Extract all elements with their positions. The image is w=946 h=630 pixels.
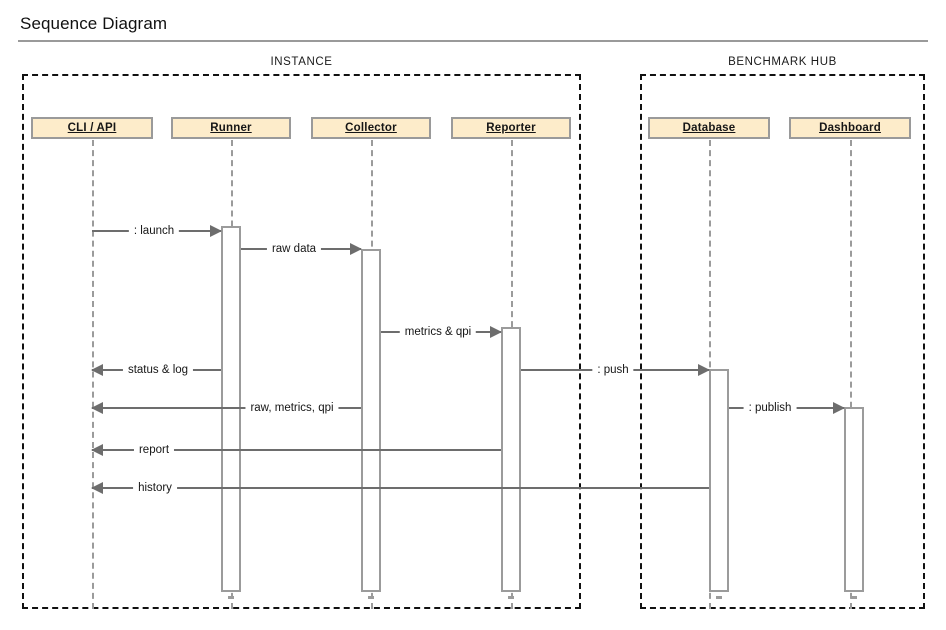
database-activation-stub [716, 596, 722, 599]
message-label-publish: : publish [743, 400, 797, 416]
participant-collector[interactable]: Collector [311, 117, 431, 139]
group-frame-benchmark-hub [640, 74, 925, 609]
participant-reporter[interactable]: Reporter [451, 117, 571, 139]
arrowhead-left-icon [91, 482, 103, 494]
reporter-activation-stub [508, 596, 514, 599]
message-label-metrics-qpi: metrics & qpi [399, 324, 477, 340]
arrowhead-left-icon [91, 444, 103, 456]
group-frame-instance [22, 74, 581, 609]
message-report: report [91, 442, 501, 458]
participant-database[interactable]: Database [648, 117, 770, 139]
message-launch: : launch [92, 223, 222, 239]
arrowhead-right-icon [210, 225, 222, 237]
message-label-raw-metrics-qpi: raw, metrics, qpi [245, 400, 339, 416]
dashboard-activation-stub [851, 596, 857, 599]
message-push: : push [521, 362, 710, 378]
participant-label-reporter: Reporter [486, 122, 536, 134]
collector-activation-stub [368, 596, 374, 599]
message-raw-metrics-qpi: raw, metrics, qpi [91, 400, 361, 416]
arrowhead-right-icon [350, 243, 362, 255]
arrowhead-right-icon [698, 364, 710, 376]
participant-runner[interactable]: Runner [171, 117, 291, 139]
message-label-push: : push [592, 362, 634, 378]
lifeline-dashboard [850, 140, 852, 609]
collector-activation [361, 249, 381, 592]
message-history: history [91, 480, 709, 496]
participant-label-cli-api: CLI / API [67, 122, 117, 134]
arrowhead-left-icon [91, 402, 103, 414]
arrowhead-right-icon [490, 326, 502, 338]
participant-label-dashboard: Dashboard [819, 122, 881, 134]
database-activation [709, 369, 729, 592]
group-title-instance: INSTANCE [270, 56, 333, 68]
message-metrics-qpi: metrics & qpi [381, 324, 502, 340]
arrowhead-left-icon [91, 364, 103, 376]
message-label-status-log: status & log [122, 362, 194, 378]
message-label-history: history [133, 480, 177, 496]
reporter-activation [501, 327, 521, 592]
message-label-raw-data: raw data [266, 241, 322, 257]
message-label-report: report [133, 442, 175, 458]
group-title-benchmark-hub: BENCHMARK HUB [728, 56, 837, 68]
dashboard-activation [844, 407, 864, 592]
arrowhead-right-icon [833, 402, 845, 414]
runner-activation [221, 226, 241, 592]
message-raw-data: raw data [241, 241, 362, 257]
message-line-raw-metrics-qpi [92, 407, 361, 409]
participant-cli-api[interactable]: CLI / API [31, 117, 153, 139]
message-label-launch: : launch [128, 223, 180, 239]
page-title: Sequence Diagram [20, 14, 168, 33]
participant-label-database: Database [682, 122, 736, 134]
message-publish: : publish [729, 400, 845, 416]
title-divider [18, 40, 928, 42]
runner-activation-stub [228, 596, 234, 599]
participant-label-runner: Runner [210, 122, 252, 134]
participant-label-collector: Collector [345, 122, 397, 134]
message-status-log: status & log [91, 362, 221, 378]
message-line-history [92, 487, 709, 489]
participant-dashboard[interactable]: Dashboard [789, 117, 911, 139]
message-line-report [92, 449, 501, 451]
